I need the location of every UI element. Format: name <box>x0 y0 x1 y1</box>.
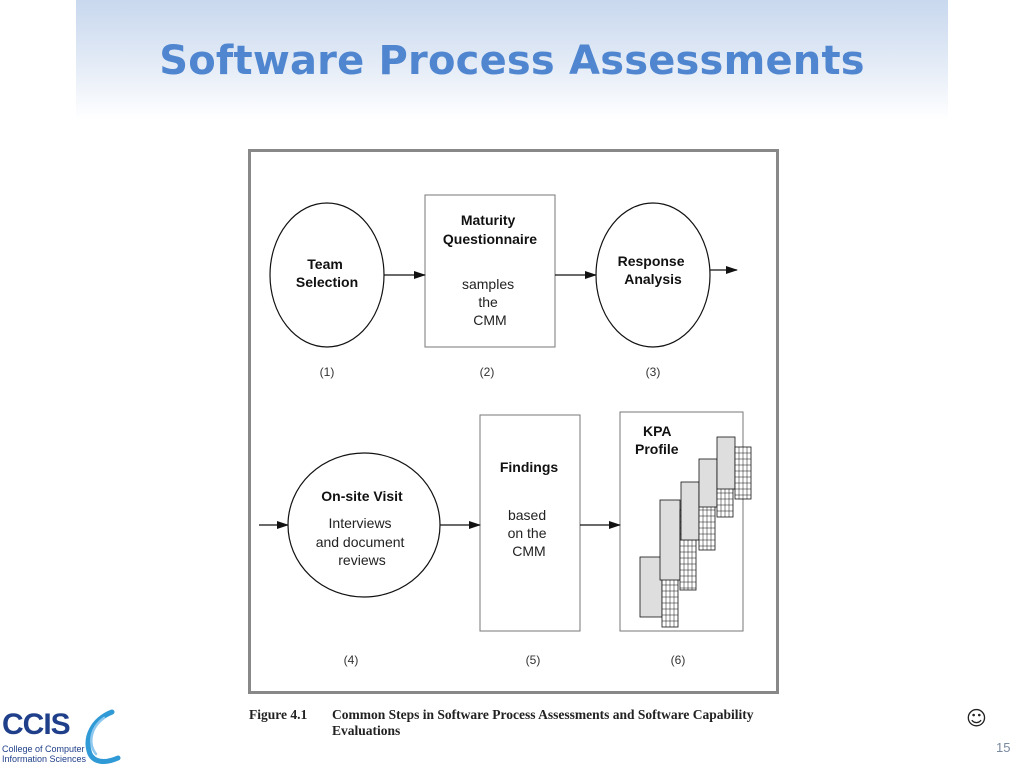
logo-line-1: College of Computer <box>2 744 85 754</box>
smiley-icon: ☺ <box>966 706 987 730</box>
step-6-number: (6) <box>671 653 686 667</box>
caption-text: Common Steps in Software Process Assessm… <box>332 707 754 738</box>
figure-frame: Team Selection Maturity Questionnaire sa… <box>248 149 779 694</box>
logo-wordmark: CCIS <box>2 708 71 741</box>
title-band <box>76 0 948 120</box>
logo-line-2: Information Sciences <box>2 754 87 764</box>
step-2-title: Maturity Questionnaire <box>443 212 537 247</box>
kpa-grey-block-3 <box>680 481 700 541</box>
step-4-number: (4) <box>344 653 359 667</box>
step-6-title: KPA Profile <box>635 423 679 457</box>
step-5-box <box>479 414 581 632</box>
step-4-title: On-site Visit <box>321 488 403 504</box>
step-4-body: Interviews and document reviews <box>316 515 409 568</box>
step-3-number: (3) <box>646 365 661 379</box>
kpa-grey-block-5 <box>716 436 736 490</box>
step-5-number: (5) <box>526 653 541 667</box>
step-1-title: Team Selection <box>296 256 358 290</box>
step-3-title: Response Analysis <box>618 253 689 287</box>
step-1-number: (1) <box>320 365 335 379</box>
slide-title: Software Process Assessments <box>159 38 865 84</box>
kpa-grey-block-2 <box>659 499 681 581</box>
step-5-title: Findings <box>500 459 559 475</box>
kpa-grey-block-4 <box>698 458 718 508</box>
step-2-number: (2) <box>480 365 495 379</box>
logo-swoosh-icon <box>85 709 121 764</box>
step-5-body: based on the CMM <box>508 507 551 559</box>
ccis-logo: CCIS College of Computer Information Sci… <box>0 708 130 766</box>
kpa-grey-block-1 <box>639 556 663 618</box>
kpa-profile-chart <box>639 436 752 628</box>
caption-figure-number: Figure 4.1 <box>249 707 308 722</box>
step-2-box <box>424 194 556 348</box>
step-2-body: samples the CMM <box>462 276 518 328</box>
process-diagram: Team Selection Maturity Questionnaire sa… <box>259 194 752 667</box>
page-number: 15 <box>996 740 1011 755</box>
